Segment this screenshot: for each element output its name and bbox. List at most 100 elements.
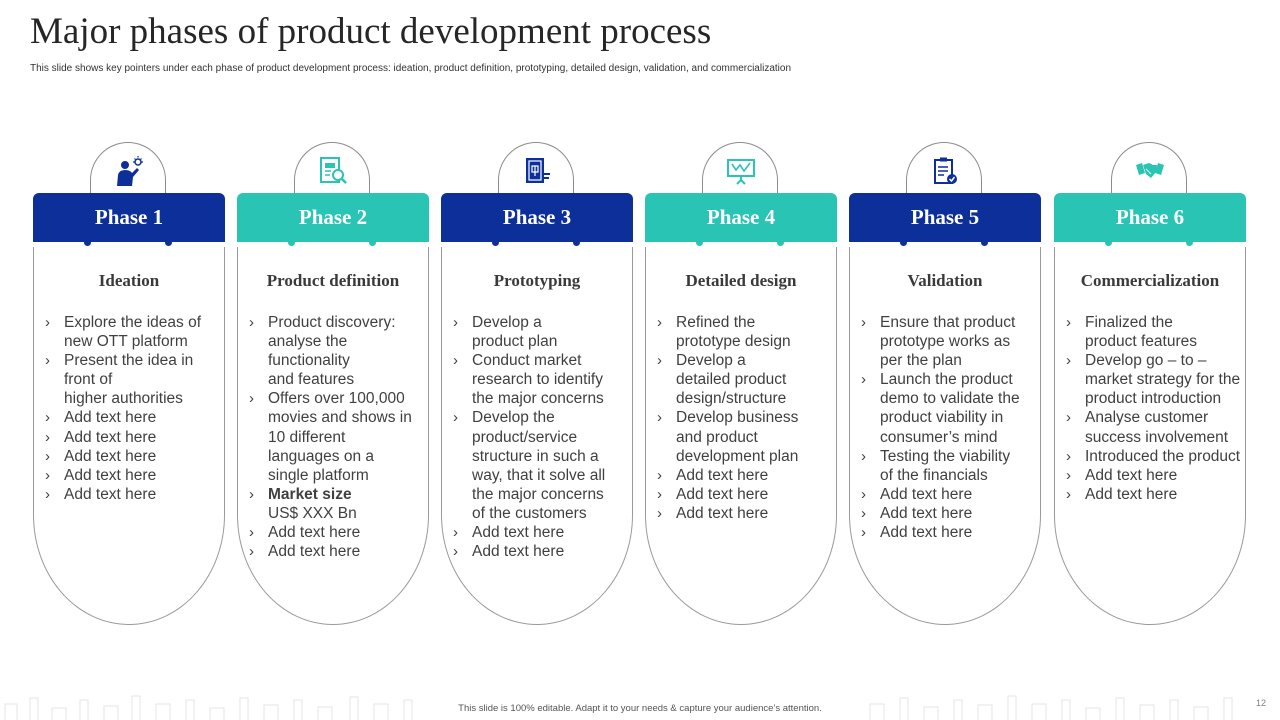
phase-heading: Commercialization — [1080, 271, 1220, 290]
bullet-line: Develop the — [472, 409, 555, 427]
bullet-chevron-icon: › — [657, 504, 662, 522]
person-idea-icon — [117, 156, 143, 186]
bullet-line: Refined the — [676, 314, 756, 331]
bullet-line: Add text here — [676, 466, 769, 484]
phase-icon-arch — [498, 142, 574, 200]
bullet-line: product introduction — [1085, 390, 1222, 408]
bullet-line: consumer’s mind — [880, 428, 998, 446]
bullet-line: product features — [1085, 333, 1198, 351]
connector-dot — [981, 239, 988, 246]
bullet-line: Introduced the product — [1085, 447, 1241, 465]
bullet-line: functionality — [268, 352, 350, 370]
document-search-icon — [320, 157, 347, 184]
page-number: 12 — [1255, 698, 1266, 708]
bullet-line: Analyse customer — [1085, 409, 1209, 427]
phase-label: Phase 1 — [94, 205, 164, 229]
bullet-line: product plan — [472, 333, 558, 351]
handshake-icon — [1136, 163, 1164, 178]
bullet-line: new OTT platform — [64, 333, 188, 351]
bullet-line: Add text here — [472, 543, 565, 561]
phase-icon-arch — [1111, 142, 1187, 200]
bullet-line: Testing the viability — [880, 447, 1011, 465]
bullet-line: Conduct market — [472, 352, 582, 370]
phase-heading: Product definition — [266, 271, 400, 290]
bullet-line: Present the idea in — [64, 352, 194, 370]
phase-heading: Prototyping — [493, 271, 581, 290]
phase-label: Phase 2 — [298, 205, 368, 229]
blueprint-icon — [526, 158, 550, 183]
phase-column-6: Phase 6 Commercialization ›Finalized the… — [1054, 140, 1246, 630]
bullet-item: ›Add text here — [247, 523, 425, 542]
bullet-line: Ensure that product — [880, 314, 1016, 331]
design-board-icon — [727, 159, 755, 185]
bullet-line: prototype design — [676, 333, 791, 351]
bullet-chevron-icon: › — [861, 447, 866, 465]
bullet-item: ›Add text here — [247, 542, 425, 561]
bullet-chevron-icon: › — [45, 314, 50, 331]
bullet-line: Add text here — [880, 524, 973, 542]
connector-dot — [777, 239, 784, 246]
bullet-line: of the financials — [880, 466, 988, 484]
bullet-line: structure in such a — [472, 447, 599, 465]
bullet-chevron-icon: › — [861, 524, 866, 542]
bullet-line: Develop business — [676, 409, 799, 427]
bullet-line: Add text here — [64, 466, 157, 484]
bullet-item: › Add text here — [655, 485, 833, 504]
bullet-chevron-icon: › — [453, 524, 458, 542]
bullet-line: higher authorities — [64, 390, 183, 408]
bullet-item: ›Add text here — [43, 447, 221, 466]
phase-header: Phase 6 — [1054, 193, 1246, 242]
bullet-line: product viability in — [880, 409, 1004, 427]
connector-dot — [492, 239, 499, 246]
bullet-line: detailed product — [676, 371, 787, 389]
bullet-chevron-icon: › — [453, 543, 458, 561]
bullet-line: front of — [64, 371, 113, 389]
bullet-line: market strategy for the — [1085, 371, 1241, 389]
bullet-item: › Add text here — [451, 542, 629, 561]
bullet-line: Add text here — [676, 485, 769, 503]
bullet-line: Add text here — [64, 409, 157, 427]
bullet-chevron-icon: › — [657, 485, 662, 503]
bullet-chevron-icon: › — [1066, 466, 1071, 484]
bullet-chevron-icon: › — [1066, 314, 1071, 331]
bullet-chevron-icon: › — [453, 409, 458, 427]
bullet-line: design/structure — [676, 390, 787, 408]
bullet-line: Add text here — [880, 504, 973, 522]
footer-note: This slide is 100% editable. Adapt it to… — [458, 703, 822, 714]
phase-card: Prototyping › Develop a product plan › Cond… — [441, 247, 633, 625]
bullet-chevron-icon: › — [249, 485, 254, 503]
bullet-chevron-icon: › — [1066, 409, 1071, 427]
phase-column-2: Phase 2 Product definition › Product disc… — [237, 140, 429, 630]
bullet-line: Product discovery: — [268, 314, 396, 331]
phase-header: Phase 2 — [237, 193, 429, 242]
bullet-line: Market size — [268, 485, 352, 503]
bullet-line: Develop a — [676, 352, 746, 370]
bullet-line: Launch the product — [880, 371, 1013, 389]
bullet-item: ›Add text here — [451, 523, 629, 542]
bullet-chevron-icon: › — [657, 352, 662, 370]
bullet-item: ›Add text here — [655, 466, 833, 485]
bullet-line: development plan — [676, 447, 799, 465]
phase-header: Phase 4 — [645, 193, 837, 242]
phase-card: Detailed design › Refined the prototype de… — [645, 247, 837, 625]
bullet-item: ›Introduced the product — [1064, 447, 1242, 466]
phase-heading: Detailed design — [685, 271, 797, 290]
slide-title: Major phases of product development proc… — [30, 11, 712, 52]
connector-dot — [165, 239, 172, 246]
bullet-item: ›Develop go – to –market strategy for th… — [1064, 351, 1242, 408]
connector-dot — [573, 239, 580, 246]
bullet-line: Add text here — [676, 504, 769, 522]
bullet-line: Develop a — [472, 314, 542, 331]
bullet-chevron-icon: › — [45, 352, 50, 370]
